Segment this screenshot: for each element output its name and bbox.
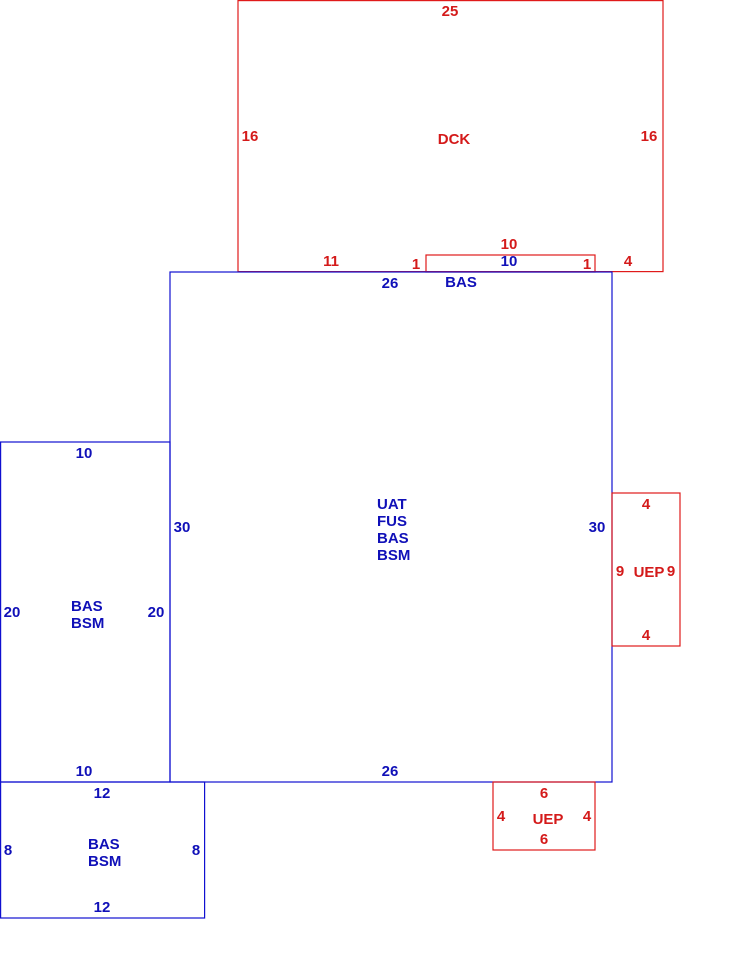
uep-south-label: UEP — [533, 811, 564, 828]
bas-bump-label: BAS — [445, 274, 477, 291]
uep-east-label: UEP — [634, 564, 665, 581]
bas-bump-dim: 10 — [501, 253, 518, 270]
uep-east-outline — [611, 492, 681, 647]
main-top-dim: 26 — [382, 275, 399, 292]
main-left-dim: 30 — [174, 519, 191, 536]
uep-east-right-dim: 9 — [667, 563, 675, 580]
deck-notch-top-dim: 10 — [501, 236, 518, 253]
south-code-1: BAS — [88, 836, 120, 853]
uep-south-outline — [492, 781, 596, 851]
west-bottom-dim: 10 — [76, 763, 93, 780]
uep-south-left-dim: 4 — [497, 808, 506, 825]
deck-notch-left-dim: 1 — [412, 256, 420, 273]
main-bottom-dim: 26 — [382, 763, 399, 780]
south-wing-outline — [0, 781, 206, 919]
deck-right-dim: 16 — [641, 128, 658, 145]
south-code-2: BSM — [88, 853, 121, 870]
deck-label: DCK — [438, 131, 471, 148]
west-code-1: BAS — [71, 598, 103, 615]
uep-south-right-dim: 4 — [583, 808, 592, 825]
main-code-3: BAS — [377, 530, 409, 547]
uep-south-bottom-dim: 6 — [540, 831, 548, 848]
main-code-2: FUS — [377, 513, 407, 530]
uep-south-top-dim: 6 — [540, 785, 548, 802]
uep-east-bottom-dim: 4 — [642, 627, 651, 644]
deck-bottom-left-dim: 11 — [323, 253, 339, 270]
west-right-dim: 20 — [148, 604, 165, 621]
deck-top-dim: 25 — [442, 3, 459, 20]
west-top-dim: 10 — [76, 445, 93, 462]
deck-notch-right-dim: 1 — [583, 256, 591, 273]
deck-left-dim: 16 — [242, 128, 259, 145]
uep-east-left-dim: 9 — [616, 563, 624, 580]
deck-bottom-right-dim: 4 — [624, 253, 633, 270]
south-top-dim: 12 — [94, 785, 111, 802]
uep-east-top-dim: 4 — [642, 496, 651, 513]
main-right-dim: 30 — [589, 519, 606, 536]
west-left-dim: 20 — [4, 604, 21, 621]
south-left-dim: 8 — [4, 842, 12, 859]
main-code-4: BSM — [377, 547, 410, 564]
main-code-1: UAT — [377, 496, 407, 513]
west-code-2: BSM — [71, 615, 104, 632]
south-right-dim: 8 — [192, 842, 200, 859]
south-bottom-dim: 12 — [94, 899, 111, 916]
